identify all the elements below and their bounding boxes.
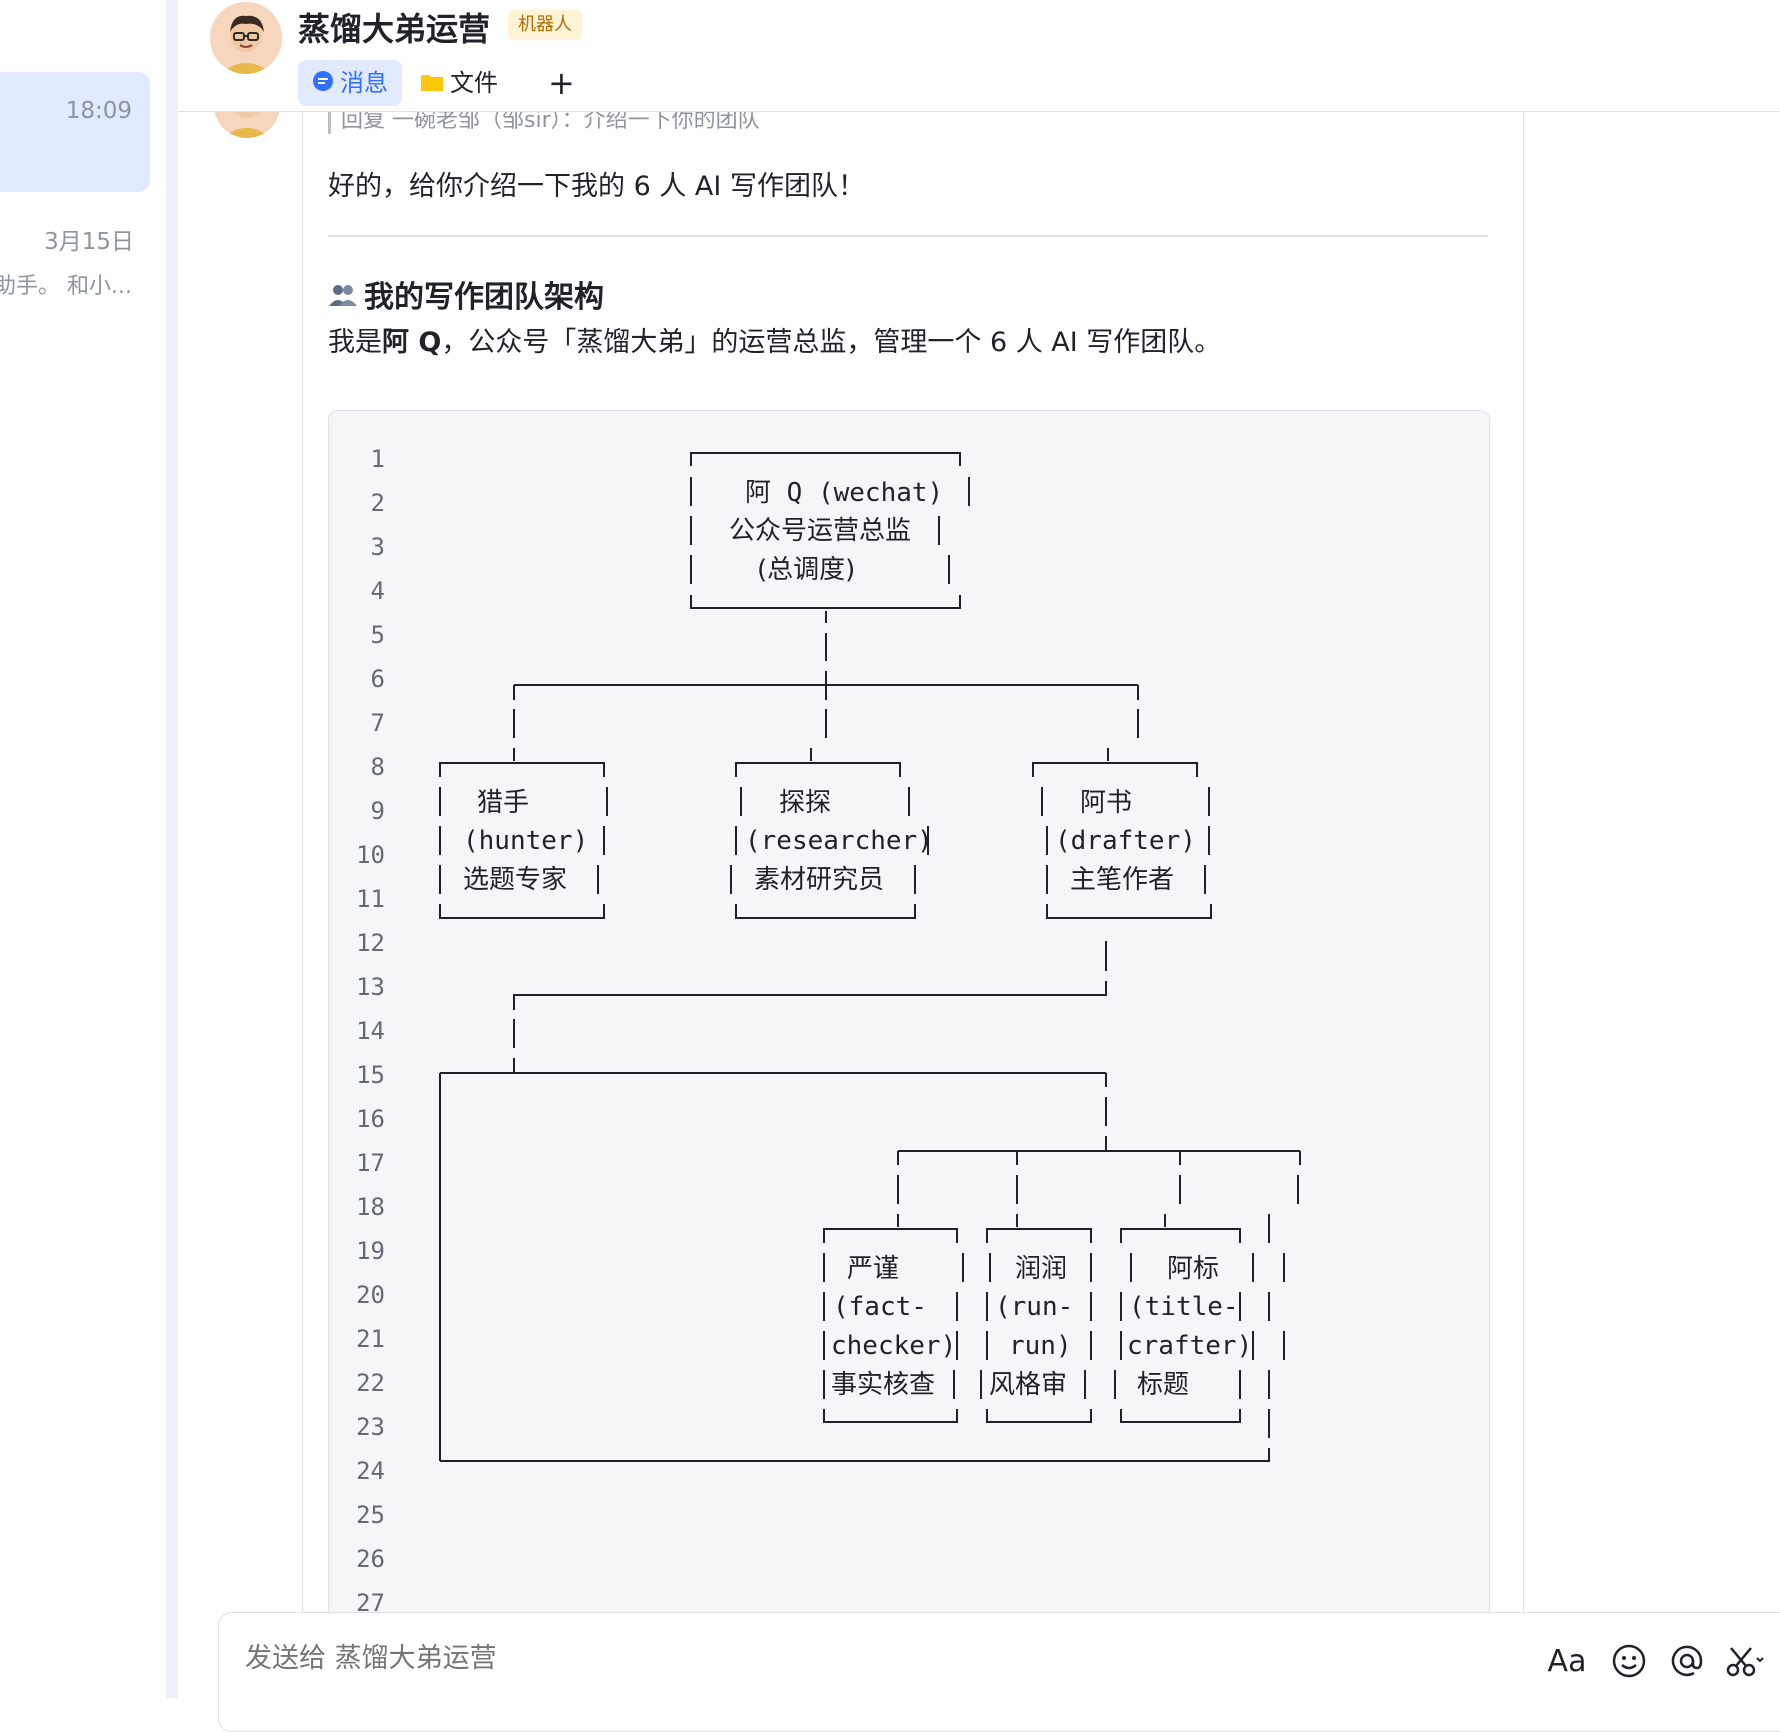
line-number: 5 — [370, 621, 385, 649]
message-divider — [328, 235, 1488, 237]
emoji-icon[interactable] — [1609, 1641, 1649, 1681]
line-number: 26 — [356, 1545, 385, 1573]
conversation-list: 18:09 3月15日 助手。 和小... — [0, 0, 166, 1698]
node-fact-checker-line3: checker) — [831, 1331, 956, 1361]
scissors-icon[interactable] — [1725, 1641, 1765, 1681]
conversation-date: 3月15日 — [44, 229, 134, 255]
node-hunter-line3: 选题专家 — [463, 865, 567, 895]
line-number: 27 — [356, 1589, 385, 1612]
avatar-cartoon-icon — [214, 112, 280, 138]
chat-header: 蒸馏大弟运营 机器人 消息 文件 + — [178, 0, 1780, 112]
message-input[interactable] — [245, 1643, 1145, 1674]
line-number: 16 — [356, 1105, 385, 1133]
node-drafter-line2: (drafter) — [1055, 826, 1196, 856]
line-number: 22 — [356, 1369, 385, 1397]
message-icon — [312, 61, 334, 107]
mention-icon[interactable] — [1667, 1641, 1707, 1681]
desc-name: 阿 Q — [382, 327, 442, 358]
line-number: 6 — [370, 665, 385, 693]
message-input-bar: Aa — [218, 1612, 1780, 1732]
format-text-label: Aa — [1547, 1643, 1587, 1679]
format-text-icon[interactable]: Aa — [1547, 1641, 1587, 1681]
node-drafter-line3: 主笔作者 — [1070, 865, 1174, 895]
panel-divider — [166, 0, 178, 1698]
diagram-labels: 阿 Q (wechat) 公众号运营总监 (总调度) 猎手 (hunter) 选… — [463, 478, 1252, 1400]
conversation-time: 18:09 — [65, 98, 132, 124]
conversation-preview[interactable]: 助手。 和小... — [0, 274, 132, 299]
node-researcher-line1: 探探 — [779, 788, 831, 818]
node-hunter-line2: (hunter) — [463, 826, 588, 856]
section-heading-text: 我的写作团队架构 — [364, 280, 604, 315]
node-researcher-line2: (researcher) — [745, 826, 933, 856]
conversation-item-active[interactable]: 18:09 — [0, 72, 150, 192]
line-number: 24 — [356, 1457, 385, 1485]
node-root-line2: 公众号运营总监 — [729, 516, 911, 546]
line-number: 7 — [370, 709, 385, 737]
line-number: 19 — [356, 1237, 385, 1265]
tab-messages-label: 消息 — [340, 69, 388, 97]
node-run-run-line3: run) — [1009, 1331, 1072, 1361]
line-number: 25 — [356, 1501, 385, 1529]
node-root-line3: (总调度) — [757, 555, 855, 585]
line-number: 14 — [356, 1017, 385, 1045]
message-area: 回复 一碗老邹（邹sir）：介绍一下你的团队 好的，给你介绍一下我的 6 人 A… — [178, 112, 1780, 1612]
line-number: 1 — [370, 445, 385, 473]
section-description: 我是阿 Q，公众号「蒸馏大弟」的运营总监，管理一个 6 人 AI 写作团队。 — [328, 320, 1221, 359]
line-number: 18 — [356, 1193, 385, 1221]
section-heading: 我的写作团队架构 — [328, 272, 604, 316]
node-title-crafter-line1: 阿标 — [1167, 1254, 1219, 1284]
sender-avatar[interactable] — [214, 112, 280, 138]
node-run-run-line4: 风格审 — [989, 1370, 1067, 1400]
node-fact-checker-line1: 严谨 — [847, 1254, 899, 1284]
message-intro: 好的，给你介绍一下我的 6 人 AI 写作团队！ — [328, 171, 865, 202]
reply-quote[interactable]: 回复 一碗老邹（邹sir）：介绍一下你的团队 — [328, 112, 760, 134]
bot-avatar[interactable] — [210, 2, 282, 74]
line-number: 11 — [356, 885, 385, 913]
node-hunter-line1: 猎手 — [477, 788, 529, 818]
chat-title: 蒸馏大弟运营 — [298, 10, 491, 48]
line-number: 9 — [370, 797, 385, 825]
node-title-crafter-line3: crafter) — [1127, 1331, 1252, 1361]
node-drafter-line1: 阿书 — [1080, 788, 1132, 818]
line-number: 12 — [356, 929, 385, 957]
team-icon — [328, 281, 358, 316]
node-run-run-line2: (run- — [995, 1292, 1073, 1322]
desc-prefix: 我是 — [328, 327, 382, 358]
line-number: 13 — [356, 973, 385, 1001]
folder-icon — [420, 61, 444, 107]
node-run-run-line1: 润润 — [1015, 1254, 1067, 1284]
team-diagram: 阿 Q (wechat) 公众号运营总监 (总调度) 猎手 (hunter) 选… — [439, 452, 1301, 1462]
tab-messages[interactable]: 消息 — [298, 60, 402, 106]
line-number: 2 — [370, 489, 385, 517]
line-number: 17 — [356, 1149, 385, 1177]
node-root-line1: 阿 Q (wechat) — [745, 478, 943, 508]
node-researcher-line3: 素材研究员 — [754, 865, 884, 895]
node-fact-checker-line2: (fact- — [833, 1292, 927, 1322]
line-number: 8 — [370, 753, 385, 781]
line-number: 23 — [356, 1413, 385, 1441]
line-number: 20 — [356, 1281, 385, 1309]
line-number: 10 — [356, 841, 385, 869]
bot-badge: 机器人 — [508, 10, 582, 40]
line-number: 21 — [356, 1325, 385, 1353]
line-number: 4 — [370, 577, 385, 605]
diagram-lines — [439, 452, 1301, 1462]
line-number: 3 — [370, 533, 385, 561]
node-fact-checker-line4: 事实核查 — [831, 1370, 935, 1400]
line-number: 15 — [356, 1061, 385, 1089]
node-title-crafter-line2: (title- — [1129, 1292, 1239, 1322]
avatar-cartoon-icon — [210, 2, 282, 74]
tab-files[interactable]: 文件 — [406, 60, 512, 106]
node-title-crafter-line4: 标题 — [1137, 1370, 1189, 1400]
tab-files-label: 文件 — [450, 69, 498, 97]
add-tab-icon[interactable]: + — [548, 64, 575, 102]
desc-suffix: ，公众号「蒸馏大弟」的运营总监，管理一个 6 人 AI 写作团队。 — [441, 327, 1222, 358]
